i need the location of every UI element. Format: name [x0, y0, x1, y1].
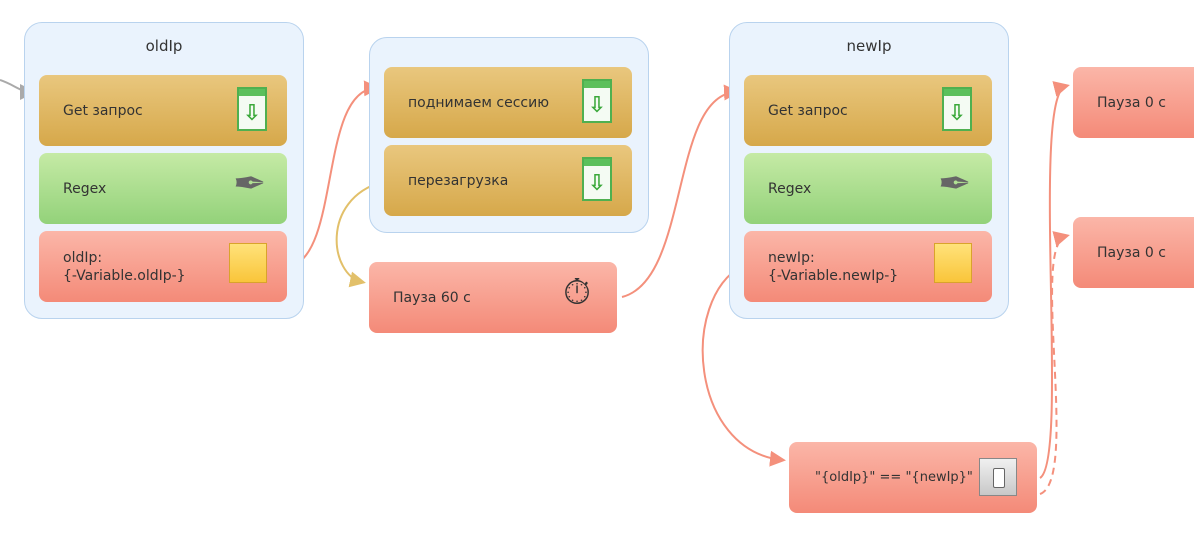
link-oldvar-session [291, 80, 380, 267]
node-label: Пауза 60 с [393, 289, 471, 306]
download-icon [582, 157, 612, 201]
stopwatch-icon: ⏱ [563, 272, 592, 313]
node-variable-newip[interactable]: newIp: {-Variable.newIp-} [744, 231, 992, 302]
node-condition[interactable]: "{oldIp}" == "{newIp}" [789, 442, 1037, 513]
link-newvar-cond [701, 265, 786, 467]
download-icon [582, 79, 612, 123]
link-cond-true [1039, 81, 1070, 479]
pen-icon: ✒ [233, 161, 267, 207]
node-label: "{oldIp}" == "{newIp}" [815, 469, 973, 485]
pen-icon: ✒ [938, 161, 972, 207]
note-icon [934, 243, 972, 283]
node-variable-oldip[interactable]: oldIp: {-Variable.oldIp-} [39, 231, 287, 302]
node-label: поднимаем сессию [408, 94, 550, 111]
node-label: Regex [63, 180, 107, 197]
node-get-request[interactable]: Get запрос [39, 75, 287, 146]
group-title: oldIp [145, 37, 183, 55]
node-regex[interactable]: Regex ✒ [39, 153, 287, 224]
group-title: newIp [846, 37, 892, 55]
node-label: newIp: {-Variable.newIp-} [768, 249, 899, 284]
note-icon [229, 243, 267, 283]
node-pause-0[interactable]: Пауза 0 с [1073, 217, 1194, 288]
node-label: перезагрузка [408, 172, 509, 189]
node-label: Get запрос [768, 102, 848, 119]
node-pause-0[interactable]: Пауза 0 с [1073, 67, 1194, 138]
download-icon [942, 87, 972, 131]
node-regex[interactable]: Regex ✒ [744, 153, 992, 224]
switch-icon [979, 458, 1017, 496]
node-get-request[interactable]: Get запрос [744, 75, 992, 146]
link-cond-false [1039, 231, 1070, 495]
node-label: Пауза 0 с [1097, 244, 1166, 261]
node-label: Пауза 0 с [1097, 94, 1166, 111]
node-session[interactable]: поднимаем сессию [384, 67, 632, 138]
download-icon [237, 87, 267, 131]
node-pause-60[interactable]: Пауза 60 с ⏱ [369, 262, 617, 333]
node-label: Regex [768, 180, 812, 197]
link-pause-newget [621, 84, 740, 298]
node-label: Get запрос [63, 102, 143, 119]
link-reload-pause [335, 181, 383, 288]
node-label: oldIp: {-Variable.oldIp-} [63, 249, 186, 284]
node-reload[interactable]: перезагрузка [384, 145, 632, 216]
